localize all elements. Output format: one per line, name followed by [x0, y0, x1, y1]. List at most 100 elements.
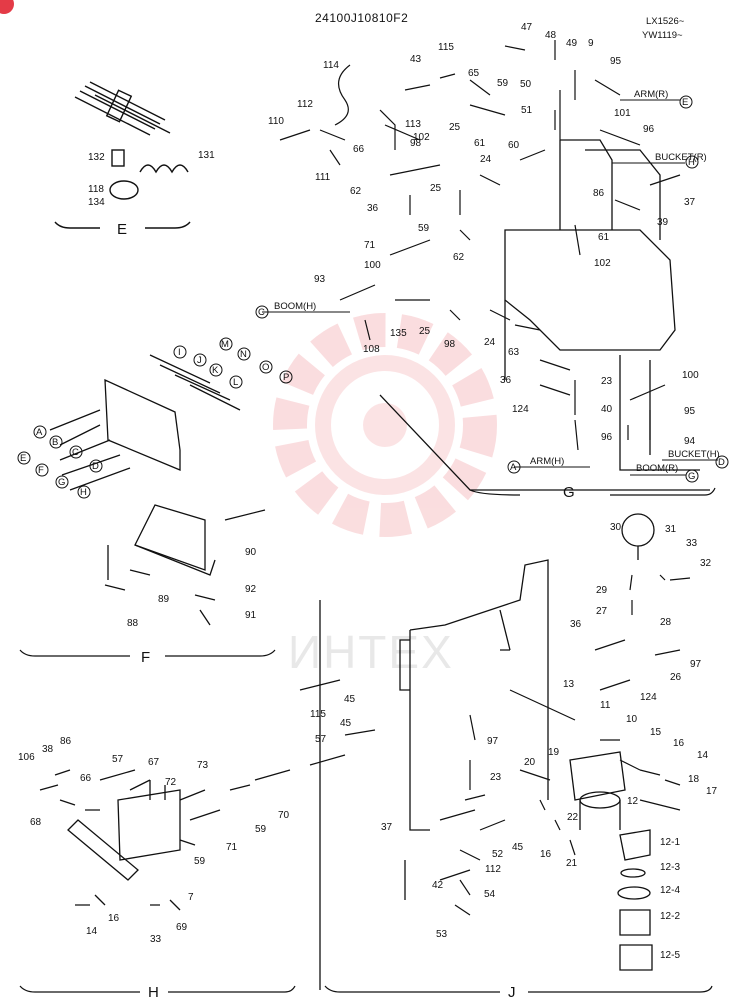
- callout-h: 73: [197, 760, 209, 771]
- callout-h: 68: [30, 817, 42, 828]
- callout-g: 124: [512, 404, 529, 415]
- port-tag-arm-h: ARM(H): [530, 456, 564, 467]
- callout-h: 59: [255, 824, 267, 835]
- callout-j: 13: [563, 679, 575, 690]
- port-letter-h: H: [688, 157, 695, 168]
- callout-j: 45: [340, 718, 352, 729]
- callout-h: 71: [226, 842, 238, 853]
- hole-letter-h: H: [80, 487, 87, 498]
- callout-g: 59: [497, 78, 509, 89]
- port-tag-bucket-h: BUCKET(H): [668, 449, 720, 460]
- callout-g: 40: [601, 404, 613, 415]
- callout-g: 114: [323, 60, 339, 71]
- section-g-callouts: 47 48 49 9 95 43 115 114 112 110 111 113…: [268, 22, 699, 447]
- callout-j: 32: [700, 558, 712, 569]
- callout-g: 94: [684, 436, 696, 447]
- callout-g: 102: [594, 258, 611, 269]
- hole-letter-c: C: [72, 447, 79, 458]
- callout-f: 88: [127, 618, 139, 629]
- callout-h: 69: [176, 922, 188, 933]
- callout-j: 97: [487, 736, 499, 747]
- watermark-gear-icon: [273, 313, 497, 537]
- section-h-callouts: 106 38 86 57 67 73 72 66 59 71 70 68 16 …: [18, 736, 290, 945]
- section-e-callouts: 132 131 118 134: [88, 150, 215, 208]
- callout-h: 72: [165, 777, 177, 788]
- callout-j: 42: [432, 880, 444, 891]
- callout-g: 24: [484, 337, 496, 348]
- callout-h: 14: [86, 926, 98, 937]
- callout-f: 91: [245, 610, 257, 621]
- port-letter-c: C: [258, 307, 265, 318]
- callout-j: 29: [596, 585, 608, 596]
- callout-j: 12-1: [660, 837, 680, 848]
- callout-g: 98: [410, 138, 422, 149]
- hole-letter-p: P: [283, 372, 289, 383]
- hose-bundle-clamp-drawing: [74, 81, 171, 136]
- accumulator-drawing: [621, 513, 655, 560]
- callout-g: 25: [449, 122, 461, 133]
- callout-j: 30: [610, 522, 622, 533]
- hole-letter-n: N: [240, 349, 247, 360]
- callout-j: 19: [548, 747, 560, 758]
- port-tag-arm-r: ARM(R): [634, 89, 668, 100]
- callout-e: 132: [88, 152, 105, 163]
- callout-g: 59: [418, 223, 430, 234]
- callout-g: 71: [364, 240, 376, 251]
- callout-j: 36: [570, 619, 582, 630]
- callout-g: 95: [610, 56, 622, 67]
- callout-g: 113: [405, 119, 421, 130]
- callout-g: 60: [508, 140, 520, 151]
- callout-g: 65: [468, 68, 480, 79]
- watermark-text: ИНТЕХ: [288, 626, 454, 678]
- callout-j: 52: [492, 849, 504, 860]
- callout-g: 25: [419, 326, 431, 337]
- callout-h: 7: [188, 892, 194, 903]
- callout-g: 62: [453, 252, 465, 263]
- callout-j: 17: [706, 786, 718, 797]
- callout-g: 93: [314, 274, 326, 285]
- callout-g: 43: [410, 54, 422, 65]
- section-label-j: J: [508, 984, 516, 1000]
- callout-g: 102: [413, 132, 430, 143]
- callout-g: 48: [545, 30, 557, 41]
- serial-range-2: YW1119~: [642, 30, 683, 41]
- hole-letter-d: D: [92, 461, 99, 472]
- hole-letter-i: I: [178, 347, 181, 358]
- section-label-h: H: [148, 984, 159, 1000]
- port-tag-bucket-r: BUCKET(R): [655, 152, 707, 163]
- callout-e: 131: [198, 150, 215, 161]
- port-tag-boom-r: BOOM(R): [636, 463, 678, 474]
- section-j-frame-drawing: [319, 559, 549, 990]
- port-letter-e: E: [682, 97, 688, 108]
- callout-j: 11: [600, 700, 611, 711]
- callout-g: 61: [474, 138, 486, 149]
- callout-j: 33: [686, 538, 698, 549]
- callout-j: 37: [381, 822, 393, 833]
- callout-g: 115: [438, 42, 454, 53]
- callout-j: 124: [640, 692, 657, 703]
- section-j-callouts: 30 31 33 32 29 27 28 36 97 26 124 45 115…: [310, 522, 718, 961]
- port-tag-labels: ARM(R) BUCKET(R) BOOM(H) ARM(H) BUCKET(H…: [258, 89, 725, 482]
- callout-j: 22: [567, 812, 579, 823]
- callout-h: 106: [18, 752, 35, 763]
- callout-j: 16: [673, 738, 685, 749]
- callout-j: 45: [512, 842, 524, 853]
- callout-f: 89: [158, 594, 170, 605]
- callout-g: 66: [353, 144, 365, 155]
- section-f-drawing: [104, 504, 266, 626]
- hole-letter-a: A: [36, 427, 43, 438]
- callout-g: 25: [430, 183, 442, 194]
- callout-g: 63: [508, 347, 520, 358]
- port-tags-group: [255, 95, 729, 483]
- fitting-lines-group-g: [279, 40, 681, 451]
- serial-range-1: LX1526~: [646, 16, 685, 27]
- callout-h: 38: [42, 744, 54, 755]
- callout-h: 57: [112, 754, 124, 765]
- callout-j: 54: [484, 889, 496, 900]
- callout-g: 23: [601, 376, 613, 387]
- callout-g: 36: [367, 203, 379, 214]
- hole-letter-j: J: [197, 355, 202, 366]
- callout-j: 53: [436, 929, 448, 940]
- hole-letter-l: L: [233, 377, 238, 388]
